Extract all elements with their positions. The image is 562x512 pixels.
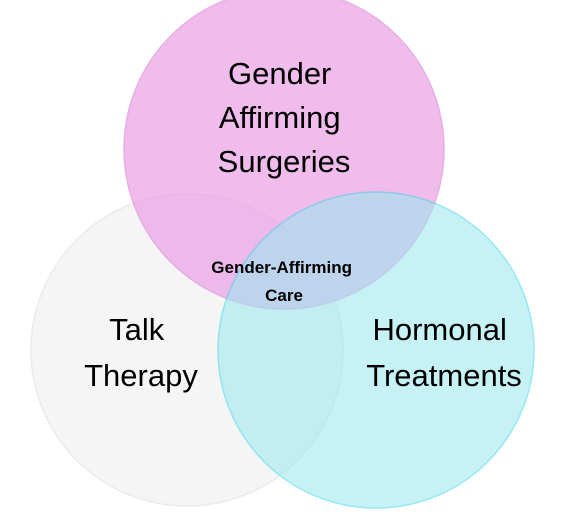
hormonal-treatments-label-line-2: Treatments (366, 358, 522, 393)
surgeries-label: Gender Affirming Surgeries (218, 56, 351, 179)
intersection-label-line-2: Care (265, 286, 303, 305)
surgeries-label-line-3: Surgeries (218, 144, 351, 179)
surgeries-label-line-2: Affirming (219, 100, 341, 135)
talk-therapy-label: Talk Therapy (84, 312, 198, 393)
talk-therapy-label-line-2: Therapy (84, 358, 198, 393)
hormonal-treatments-label: Hormonal Treatments (366, 312, 522, 393)
surgeries-label-line-1: Gender (228, 56, 331, 91)
hormonal-treatments-circle (217, 191, 535, 509)
intersection-label: Gender-Affirming Care (211, 258, 356, 305)
intersection-label-line-1: Gender-Affirming (211, 258, 352, 277)
talk-therapy-label-line-1: Talk (109, 312, 165, 347)
hormonal-treatments-label-line-1: Hormonal (372, 312, 506, 347)
